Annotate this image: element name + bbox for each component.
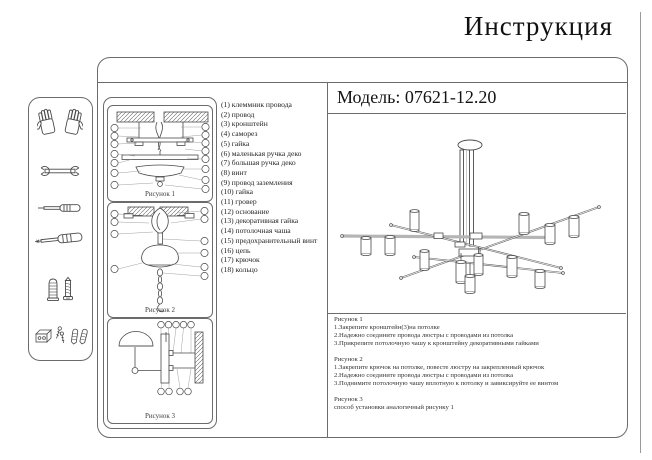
- parts-list-item: (9) провод заземления: [221, 177, 293, 187]
- parts-list-item: (10) гайка: [221, 187, 254, 197]
- instruction-section-title: Рисунок 3: [334, 396, 363, 403]
- parts-list-item: (7) большая ручка деко: [221, 158, 296, 168]
- figure-1-box: Рисунок 1: [107, 105, 213, 202]
- parts-list-item: (17) крючок: [221, 255, 260, 265]
- phillips-screwdriver-icon: [35, 232, 83, 244]
- model-label: Модель: 07621-12.20: [337, 87, 497, 107]
- page-title: Инструкция: [463, 11, 613, 41]
- parts-list-item: (8) винт: [221, 167, 247, 177]
- figure-3-box: Рисунок 3: [107, 318, 213, 424]
- wall-anchor-screw-icon: [47, 276, 73, 302]
- figures-panel: [103, 97, 217, 429]
- instruction-step: способ установки аналогичный рисунку 1: [334, 404, 454, 411]
- parts-list: (1) клеммник провода (2) провод (3) крон…: [221, 100, 327, 275]
- fasteners-icon: [35, 326, 88, 345]
- parts-list-item: (15) предохранительный винт: [221, 235, 318, 245]
- parts-list-item: (13) декоративная гайка: [221, 216, 299, 226]
- column-divider: [327, 83, 328, 437]
- figure-2-caption: Рисунок 2: [144, 306, 176, 314]
- parts-list-item: (14) потолочная чаша: [221, 226, 291, 236]
- parts-list-item: (6) маленькая ручка деко: [221, 148, 302, 158]
- figure-3-drawing: [118, 321, 204, 396]
- figure-2-drawing: [110, 206, 209, 313]
- instruction-step: 1.Закрепите крючок на потолке, повесте л…: [334, 364, 545, 371]
- main-border: [97, 57, 628, 438]
- instruction-section: Рисунок 2 1.Закрепите крючок на потолке,…: [334, 356, 626, 388]
- figure-3-caption: Рисунок 3: [144, 412, 176, 420]
- parts-list-item: (2) провод: [221, 109, 255, 119]
- instruction-section: Рисунок 3 способ установки аналогичный р…: [334, 396, 626, 412]
- instruction-step: 3.Прикрепите потолочную чашу к кронштейн…: [334, 340, 539, 347]
- parts-list-item: (16) цепь: [221, 245, 251, 255]
- flat-screwdriver-icon: [38, 204, 81, 212]
- instruction-step: 3.Поднимите потолочную чашу вплотную к п…: [334, 380, 559, 387]
- parts-list-item: (12) основание: [221, 206, 270, 216]
- parts-list-item: (18) кольцо: [221, 264, 258, 274]
- model-underline: [328, 113, 626, 114]
- instructions-divider: [328, 313, 626, 314]
- gloves-icon: [37, 108, 83, 135]
- figure-1-caption: Рисунок 1: [144, 190, 176, 198]
- parts-list-item: (5) гайка: [221, 138, 250, 148]
- instruction-section: Рисунок 1 1.Закрепите кронштейн(3)на пот…: [334, 316, 626, 348]
- instruction-section-title: Рисунок 2: [334, 356, 363, 363]
- parts-list-item: (4) саморез: [221, 129, 258, 139]
- parts-list-item: (11) гровер: [221, 197, 257, 207]
- wrench-icon: [40, 165, 80, 177]
- instruction-step: 1.Закрепите кронштейн(3)на потолке: [334, 324, 440, 331]
- figure-1-drawing: [110, 111, 210, 193]
- installation-instructions: Рисунок 1 1.Закрепите кронштейн(3)на пот…: [334, 316, 626, 420]
- instruction-step: 2.Надежно соедините провода люстры с про…: [334, 372, 514, 379]
- right-page-rule: [640, 12, 641, 453]
- parts-list-item: (1) клеммник провода: [221, 100, 292, 109]
- chandelier-drawing: [340, 139, 601, 294]
- header-divider: [98, 82, 627, 83]
- tools-sidebar: [28, 97, 93, 361]
- parts-list-item: (3) кронштейн: [221, 119, 268, 129]
- instruction-section-title: Рисунок 1: [334, 316, 363, 323]
- instruction-step: 2.Надежно соедините провода люстры с про…: [334, 332, 514, 339]
- figure-2-box: Рисунок 2: [107, 202, 213, 318]
